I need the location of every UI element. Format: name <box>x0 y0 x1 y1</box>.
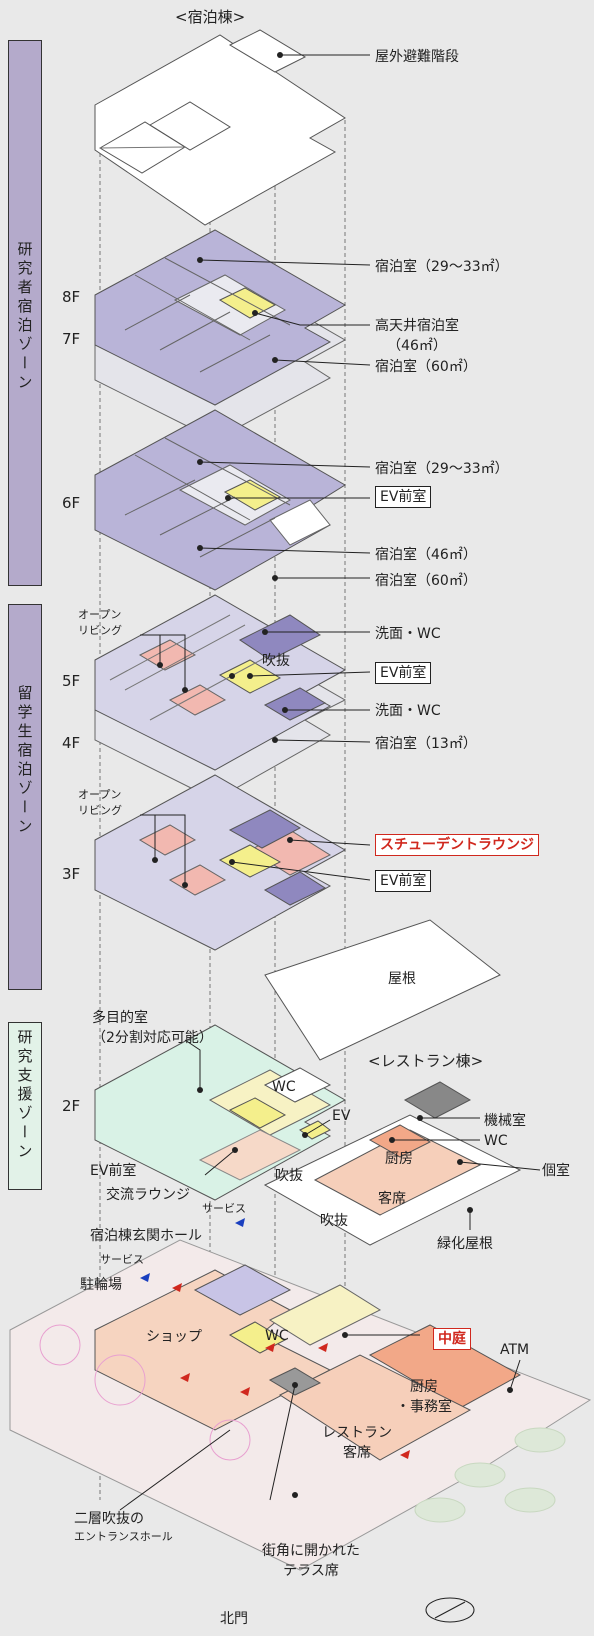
floor-4f: 4F <box>62 734 81 752</box>
label-open-living-5f: オープン リビング <box>78 606 122 638</box>
zone-student-label: 留学生宿泊ゾーン <box>15 685 34 837</box>
label-high-ceiling-name: 高天井宿泊室 <box>375 318 459 334</box>
label-room-60-6f: 宿泊室（60㎡） <box>375 573 477 589</box>
label-terrace-a: 街角に開かれた <box>262 1543 360 1559</box>
label-green-roof: 緑化屋根 <box>437 1236 493 1252</box>
label-atrium-restaurant: 吹抜 <box>320 1213 348 1229</box>
trees <box>39 1324 251 1461</box>
plan-2f <box>94 1024 347 1201</box>
label-atrium-5f: 吹抜 <box>262 653 290 669</box>
zone-support: 研究支援ゾーン <box>8 1022 42 1190</box>
zone-researcher-label: 研究者宿泊ゾーン <box>15 241 34 393</box>
label-room-29-33-6f: 宿泊室（29～33㎡） <box>375 461 509 477</box>
label-room-60: 宿泊室（60㎡） <box>375 359 477 375</box>
service-markers <box>172 1283 410 1459</box>
label-private-room: 個室 <box>542 1163 570 1179</box>
zone-researcher: 研究者宿泊ゾーン <box>8 40 42 586</box>
label-washroom-a: 洗面・WC <box>375 626 441 642</box>
label-entrance-hall-a: 二層吹抜の <box>74 1511 144 1527</box>
label-atm: ATM <box>500 1342 530 1358</box>
label-terrace: 街角に開かれた テラス席 <box>262 1540 360 1580</box>
label-washroom-b: 洗面・WC <box>375 703 441 719</box>
zone-student: 留学生宿泊ゾーン <box>8 604 42 990</box>
floor-2f: 2F <box>62 1097 81 1115</box>
label-student-lounge: スチューデントラウンジ <box>375 834 539 856</box>
plan-3f <box>94 774 347 951</box>
label-kitchen-office-b: ・事務室 <box>396 1399 452 1415</box>
floor-8f: 8F <box>62 288 81 306</box>
label-terrace-b: テラス席 <box>283 1563 339 1579</box>
label-kitchen-2f: 厨房 <box>385 1151 413 1167</box>
floor-7f: 7F <box>62 330 81 348</box>
label-bike-parking: 駐輪場 <box>80 1277 122 1293</box>
label-outdoor-stairs: 屋外避難階段 <box>375 49 459 65</box>
label-service-b: サービス <box>100 1253 144 1266</box>
label-shop: ショップ <box>146 1329 202 1345</box>
label-open-living-5f-b: リビング <box>78 624 122 637</box>
label-wc-1f: WC <box>265 1328 289 1344</box>
label-open-living-3f-b: リビング <box>78 804 122 817</box>
label-wc-restaurant: WC <box>484 1133 508 1149</box>
label-atrium-2f: 吹抜 <box>275 1168 303 1184</box>
label-entrance-hall-b: エントランスホール <box>74 1530 173 1543</box>
restaurant-title: <レストラン棟> <box>368 1052 484 1070</box>
floor-3f: 3F <box>62 865 81 883</box>
zone-support-label: 研究支援ゾーン <box>15 1029 34 1162</box>
label-multipurpose: 多目的室 （2分割対応可能） <box>92 1007 213 1047</box>
label-roof: 屋根 <box>388 971 416 987</box>
label-room-13: 宿泊室（13㎡） <box>375 736 477 752</box>
label-ev-hall-2f: EV前室 <box>90 1163 137 1179</box>
label-courtyard: 中庭 <box>433 1328 471 1350</box>
plan-1f <box>9 1239 592 1571</box>
label-ev-hall-6f: EV前室 <box>375 486 432 508</box>
north-compass-icon <box>425 1597 475 1623</box>
label-exchange-lounge: 交流ラウンジ <box>106 1187 190 1203</box>
label-kitchen-office: 厨房 ・事務室 <box>396 1376 452 1416</box>
plan-5f <box>94 594 347 771</box>
leader-lines <box>119 54 541 1511</box>
label-north-gate: 北門 <box>220 1611 248 1627</box>
label-service-a: サービス <box>202 1202 246 1215</box>
label-open-living-5f-a: オープン <box>78 608 122 621</box>
label-ev: EV <box>332 1108 351 1124</box>
label-multipurpose-note: （2分割対応可能） <box>92 1030 213 1046</box>
label-room-46: 宿泊室（46㎡） <box>375 547 477 563</box>
plan-6f <box>94 409 346 591</box>
label-entrance-hall: 二層吹抜の エントランスホール <box>74 1508 173 1544</box>
restaurant-roof <box>264 919 501 1061</box>
label-restaurant: レストラン 客席 <box>322 1422 392 1462</box>
building-title: <宿泊棟> <box>175 8 246 26</box>
plan-8f <box>94 229 347 406</box>
label-multipurpose-name: 多目的室 <box>92 1010 148 1026</box>
label-restaurant-b: 客席 <box>343 1445 371 1461</box>
roof-plan <box>94 29 346 226</box>
label-high-ceiling-size: （46㎡） <box>387 338 447 354</box>
shrubs <box>414 1427 566 1523</box>
label-seating-2f: 客席 <box>378 1191 406 1207</box>
label-open-living-3f: オープン リビング <box>78 786 122 818</box>
plan-restaurant-2f <box>263 1081 522 1246</box>
floor-5f: 5F <box>62 672 81 690</box>
floor-6f: 6F <box>62 494 81 512</box>
label-lodging-entrance: 宿泊棟玄関ホール <box>90 1228 202 1244</box>
label-ev-hall-5f: EV前室 <box>375 662 432 684</box>
label-wc-2f: WC <box>272 1079 296 1095</box>
label-ev-hall-3f: EV前室 <box>375 870 432 892</box>
label-open-living-3f-a: オープン <box>78 788 122 801</box>
label-high-ceiling: 高天井宿泊室 （46㎡） <box>375 315 459 355</box>
label-restaurant-a: レストラン <box>322 1425 392 1441</box>
label-room-29-33: 宿泊室（29～33㎡） <box>375 259 509 275</box>
label-kitchen-office-a: 厨房 <box>410 1379 438 1395</box>
label-machine-room: 機械室 <box>484 1113 526 1129</box>
